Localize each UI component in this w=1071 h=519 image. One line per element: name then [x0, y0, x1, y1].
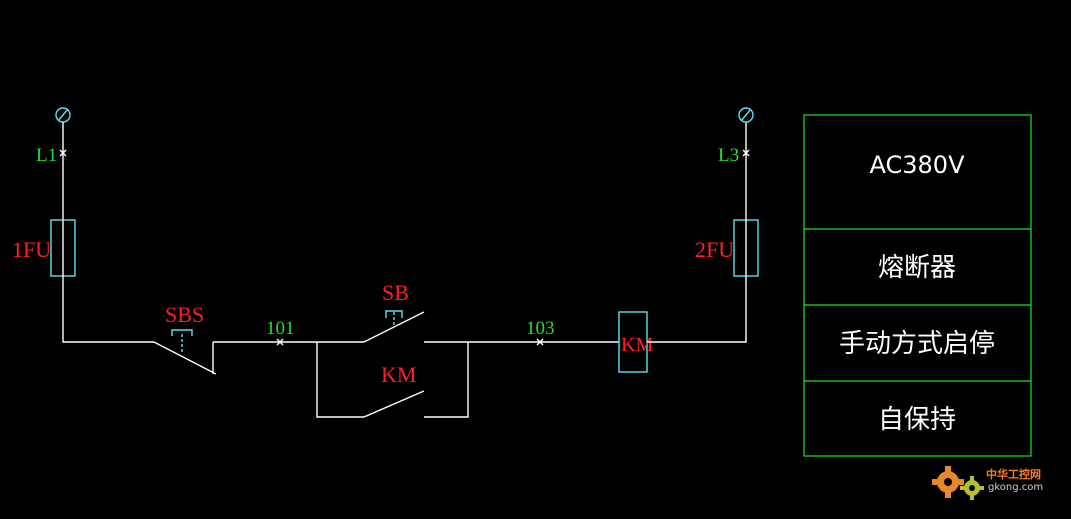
- label-2fu: 2FU: [695, 237, 734, 262]
- legend-box: [803, 114, 1032, 457]
- legend-row-voltage: AC380V: [870, 151, 966, 179]
- terminal-l1: [55, 107, 71, 123]
- start-button-sb: [363, 310, 468, 343]
- gear-icon: [932, 466, 984, 500]
- watermark: 中华工控网 gkong.com: [930, 462, 1060, 502]
- node-mark-l1: [59, 149, 67, 157]
- watermark-title: 中华工控网: [986, 468, 1041, 481]
- label-node-101: 101: [266, 318, 295, 339]
- legend-row-fuse: 熔断器: [878, 253, 956, 283]
- terminal-l3: [738, 107, 754, 123]
- legend-row-selfhold: 自保持: [878, 405, 956, 435]
- label-l3: L3: [718, 145, 739, 166]
- label-sb: SB: [382, 280, 409, 305]
- node-103-mark: [536, 338, 544, 346]
- label-1fu: 1FU: [12, 237, 51, 262]
- label-km-coil: KM: [621, 334, 653, 356]
- watermark-url: gkong.com: [988, 482, 1044, 493]
- wire-branch-right: [424, 342, 469, 418]
- label-node-103: 103: [526, 318, 555, 339]
- legend-row-manual: 手动方式启停: [839, 329, 995, 359]
- wire-1fu-to-sbs: [62, 276, 154, 343]
- wire-branch-left: [316, 342, 364, 418]
- label-l1: L1: [36, 145, 57, 166]
- label-sbs: SBS: [165, 302, 204, 327]
- wire-coil-to-2fu: [647, 276, 747, 343]
- stop-button-sbs: [153, 329, 280, 375]
- label-km-contact: KM: [381, 362, 416, 387]
- km-aux-contact: [363, 390, 425, 418]
- node-mark-l3: [742, 149, 750, 157]
